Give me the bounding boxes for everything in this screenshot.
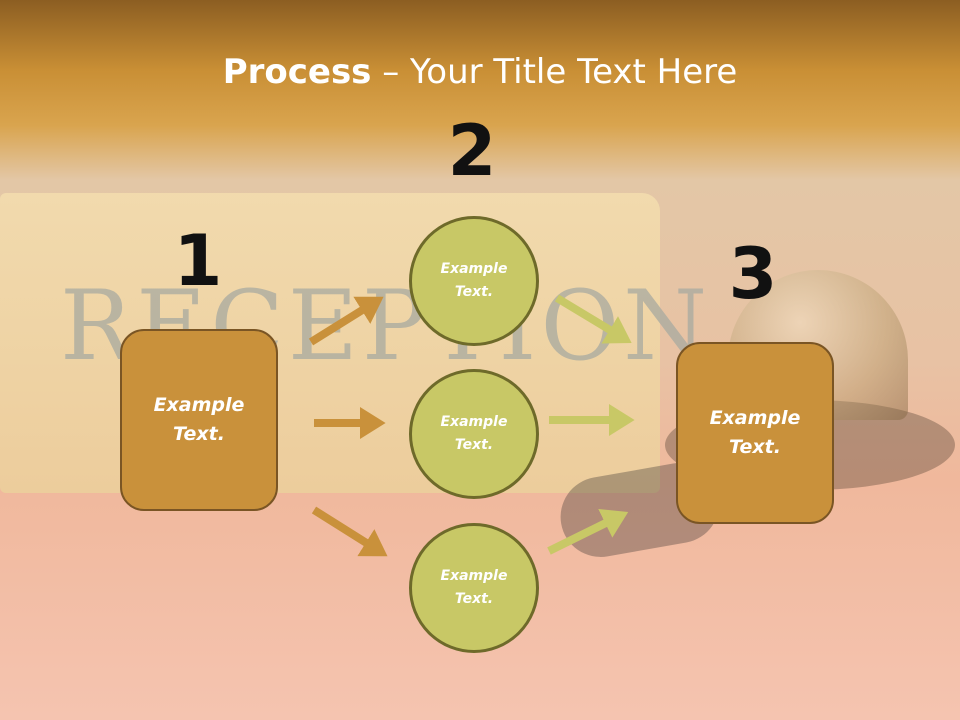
slide-title: Process – Your Title Text Here [0,52,960,92]
circle-bottom-line1: Example [440,568,508,584]
step-3-box-line1: Example [709,407,801,429]
step-3-box[interactable]: Example Text. [676,342,834,524]
circle-bottom-text: Example Text. [441,565,508,611]
step-number-1: 1 [173,220,223,302]
step-1-box-text: Example Text. [154,391,245,449]
step-3-box-line2: Text. [729,436,781,458]
step-1-box-line1: Example [153,394,245,416]
arrow-bottom-to-3 [547,508,629,555]
step-2-circle-middle[interactable]: Example Text. [409,369,539,499]
title-rest: – Your Title Text Here [371,52,738,92]
arrow-top-to-3 [554,294,632,344]
reception-sign [0,193,660,493]
step-1-box-line2: Text. [173,423,225,445]
step-3-box-text: Example Text. [710,404,801,462]
title-bold: Process [222,52,372,92]
circle-top-line2: Text. [454,284,494,300]
step-number-3: 3 [728,233,778,315]
circle-middle-text: Example Text. [441,411,508,457]
circle-bottom-line2: Text. [454,591,494,607]
circle-middle-line2: Text. [454,437,494,453]
step-1-box[interactable]: Example Text. [120,329,278,511]
step-2-circle-top[interactable]: Example Text. [409,216,539,346]
step-number-2: 2 [447,110,497,192]
circle-top-line1: Example [440,261,508,277]
step-2-circle-bottom[interactable]: Example Text. [409,523,539,653]
circle-middle-line1: Example [440,414,508,430]
circle-top-text: Example Text. [441,258,508,304]
arrow-1-to-bottom [311,506,388,557]
arrow-1-to-top [308,296,384,346]
